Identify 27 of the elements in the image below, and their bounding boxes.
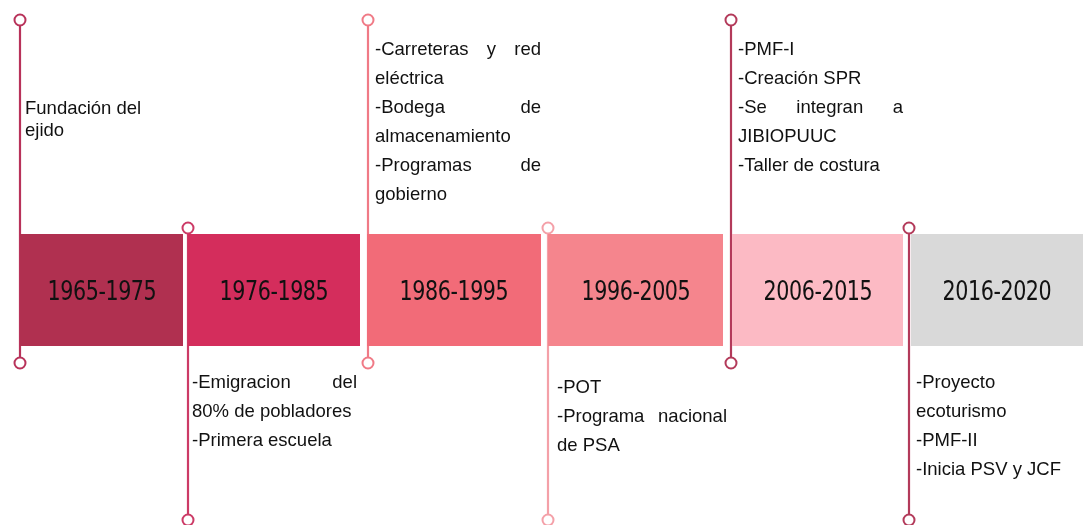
period-bar xyxy=(732,234,903,346)
event-text: -Bodega de almacenamiento xyxy=(375,95,541,148)
event-text: -Programa nacional de PSA xyxy=(557,404,727,457)
event-text: -Creación SPR xyxy=(738,66,863,90)
year-range: 1976-1985 xyxy=(219,274,329,306)
period-bar xyxy=(188,234,360,346)
event-text: Fundación del ejido xyxy=(25,97,143,141)
event-text: -Proyecto ecoturismo xyxy=(916,370,1008,423)
event-text: -PMF-II xyxy=(916,428,979,452)
event-text: -Emigracion del 80% de pobladores xyxy=(192,370,357,423)
year-range: 1996-2005 xyxy=(581,274,690,306)
year-range: 1965-1975 xyxy=(47,274,156,306)
event-text: -Programas de gobierno xyxy=(375,153,541,206)
year-range: 1986-1995 xyxy=(399,274,509,306)
event-text: -Se integran a JIBIOPUUC xyxy=(738,95,903,148)
event-text: -Carreteras y red eléctrica xyxy=(375,37,541,90)
event-text: -Inicia PSV y JCF xyxy=(916,457,1062,481)
year-range: 2006-2015 xyxy=(763,274,872,306)
event-text: -Primera escuela xyxy=(192,428,333,452)
period-bar xyxy=(20,234,183,346)
period-bar xyxy=(367,234,541,346)
period-bar xyxy=(548,234,723,346)
event-text: -POT xyxy=(557,375,603,399)
period-bar xyxy=(911,234,1083,346)
event-text: -PMF-I xyxy=(738,37,796,61)
year-range: 2016-2020 xyxy=(942,274,1052,306)
event-text: -Taller de costura xyxy=(738,153,881,177)
